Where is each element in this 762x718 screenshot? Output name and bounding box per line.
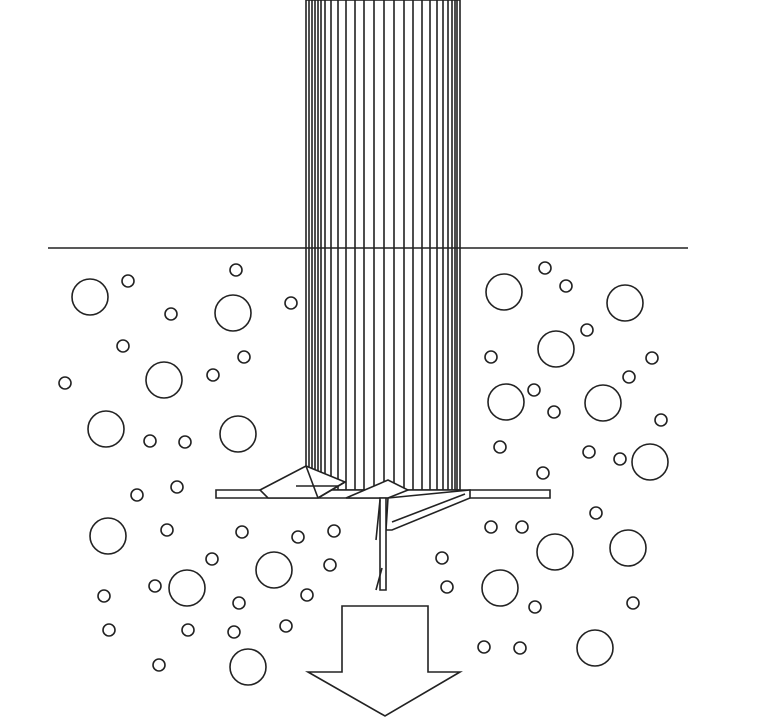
soil-particle-8 <box>237 350 251 364</box>
soil-particle-25 <box>148 579 162 593</box>
soil-particle-17 <box>89 517 127 555</box>
soil-particle-26 <box>168 569 206 607</box>
soil-particle-5 <box>284 296 298 310</box>
soil-particle-4 <box>164 307 178 321</box>
soil-particle-52 <box>613 452 627 466</box>
soil-particle-27 <box>97 589 111 603</box>
soil-particle-31 <box>181 623 195 637</box>
soil-particle-36 <box>485 273 523 311</box>
soil-particle-34 <box>229 648 267 686</box>
soil-particle-15 <box>130 488 144 502</box>
soil-particle-21 <box>327 524 341 538</box>
soil-particle-35 <box>152 658 166 672</box>
soil-particle-51 <box>582 445 596 459</box>
soil-particle-14 <box>178 435 192 449</box>
soil-particle-65 <box>477 640 491 654</box>
soil-particle-18 <box>160 523 174 537</box>
soil-particle-64 <box>626 596 640 610</box>
soil-particle-33 <box>279 619 293 633</box>
soil-particle-7 <box>145 361 183 399</box>
soil-particle-56 <box>484 520 498 534</box>
soil-particle-29 <box>300 588 314 602</box>
soil-particle-19 <box>235 525 249 539</box>
soil-particle-32 <box>227 625 241 639</box>
soil-particle-9 <box>206 368 220 382</box>
soil-particle-45 <box>487 383 525 421</box>
soil-particle-43 <box>645 351 659 365</box>
soil-particle-44 <box>622 370 636 384</box>
soil-particle-22 <box>205 552 219 566</box>
soil-particle-41 <box>537 330 575 368</box>
soil-particle-48 <box>584 384 622 422</box>
soil-particle-50 <box>493 440 507 454</box>
soil-particle-47 <box>547 405 561 419</box>
soil-particle-1 <box>121 274 135 288</box>
soil-particle-24 <box>323 558 337 572</box>
soil-particle-2 <box>229 263 243 277</box>
soil-particle-20 <box>291 530 305 544</box>
pile-shaft-ribs <box>308 0 458 490</box>
anchor-blades <box>258 465 471 591</box>
soil-particle-54 <box>536 466 550 480</box>
soil-particles <box>58 261 669 686</box>
soil-particle-37 <box>538 261 552 275</box>
soil-particle-62 <box>481 569 519 607</box>
pile-shaft <box>305 0 461 491</box>
soil-particle-12 <box>219 415 257 453</box>
soil-particle-6 <box>116 339 130 353</box>
soil-particle-42 <box>484 350 498 364</box>
soil-particle-40 <box>580 323 594 337</box>
soil-particle-57 <box>515 520 529 534</box>
center-blade <box>345 479 410 499</box>
soil-particle-11 <box>87 410 125 448</box>
soil-particle-67 <box>576 629 614 667</box>
soil-particle-58 <box>536 533 574 571</box>
spike <box>379 497 387 591</box>
soil-particle-13 <box>143 434 157 448</box>
soil-particle-16 <box>170 480 184 494</box>
downward-force-arrow <box>304 605 463 717</box>
soil-particle-60 <box>435 551 449 565</box>
soil-particle-28 <box>232 596 246 610</box>
soil-particle-3 <box>214 294 252 332</box>
soil-particle-38 <box>559 279 573 293</box>
soil-particle-30 <box>102 623 116 637</box>
soil-particle-63 <box>528 600 542 614</box>
soil-particle-66 <box>513 641 527 655</box>
soil-particle-61 <box>440 580 454 594</box>
soil-particle-10 <box>58 376 72 390</box>
soil-particle-55 <box>589 506 603 520</box>
soil-particle-49 <box>654 413 668 427</box>
soil-particle-46 <box>527 383 541 397</box>
soil-particle-0 <box>71 278 109 316</box>
soil-particle-39 <box>606 284 644 322</box>
soil-particle-53 <box>631 443 669 481</box>
soil-particle-59 <box>609 529 647 567</box>
soil-particle-23 <box>255 551 293 589</box>
